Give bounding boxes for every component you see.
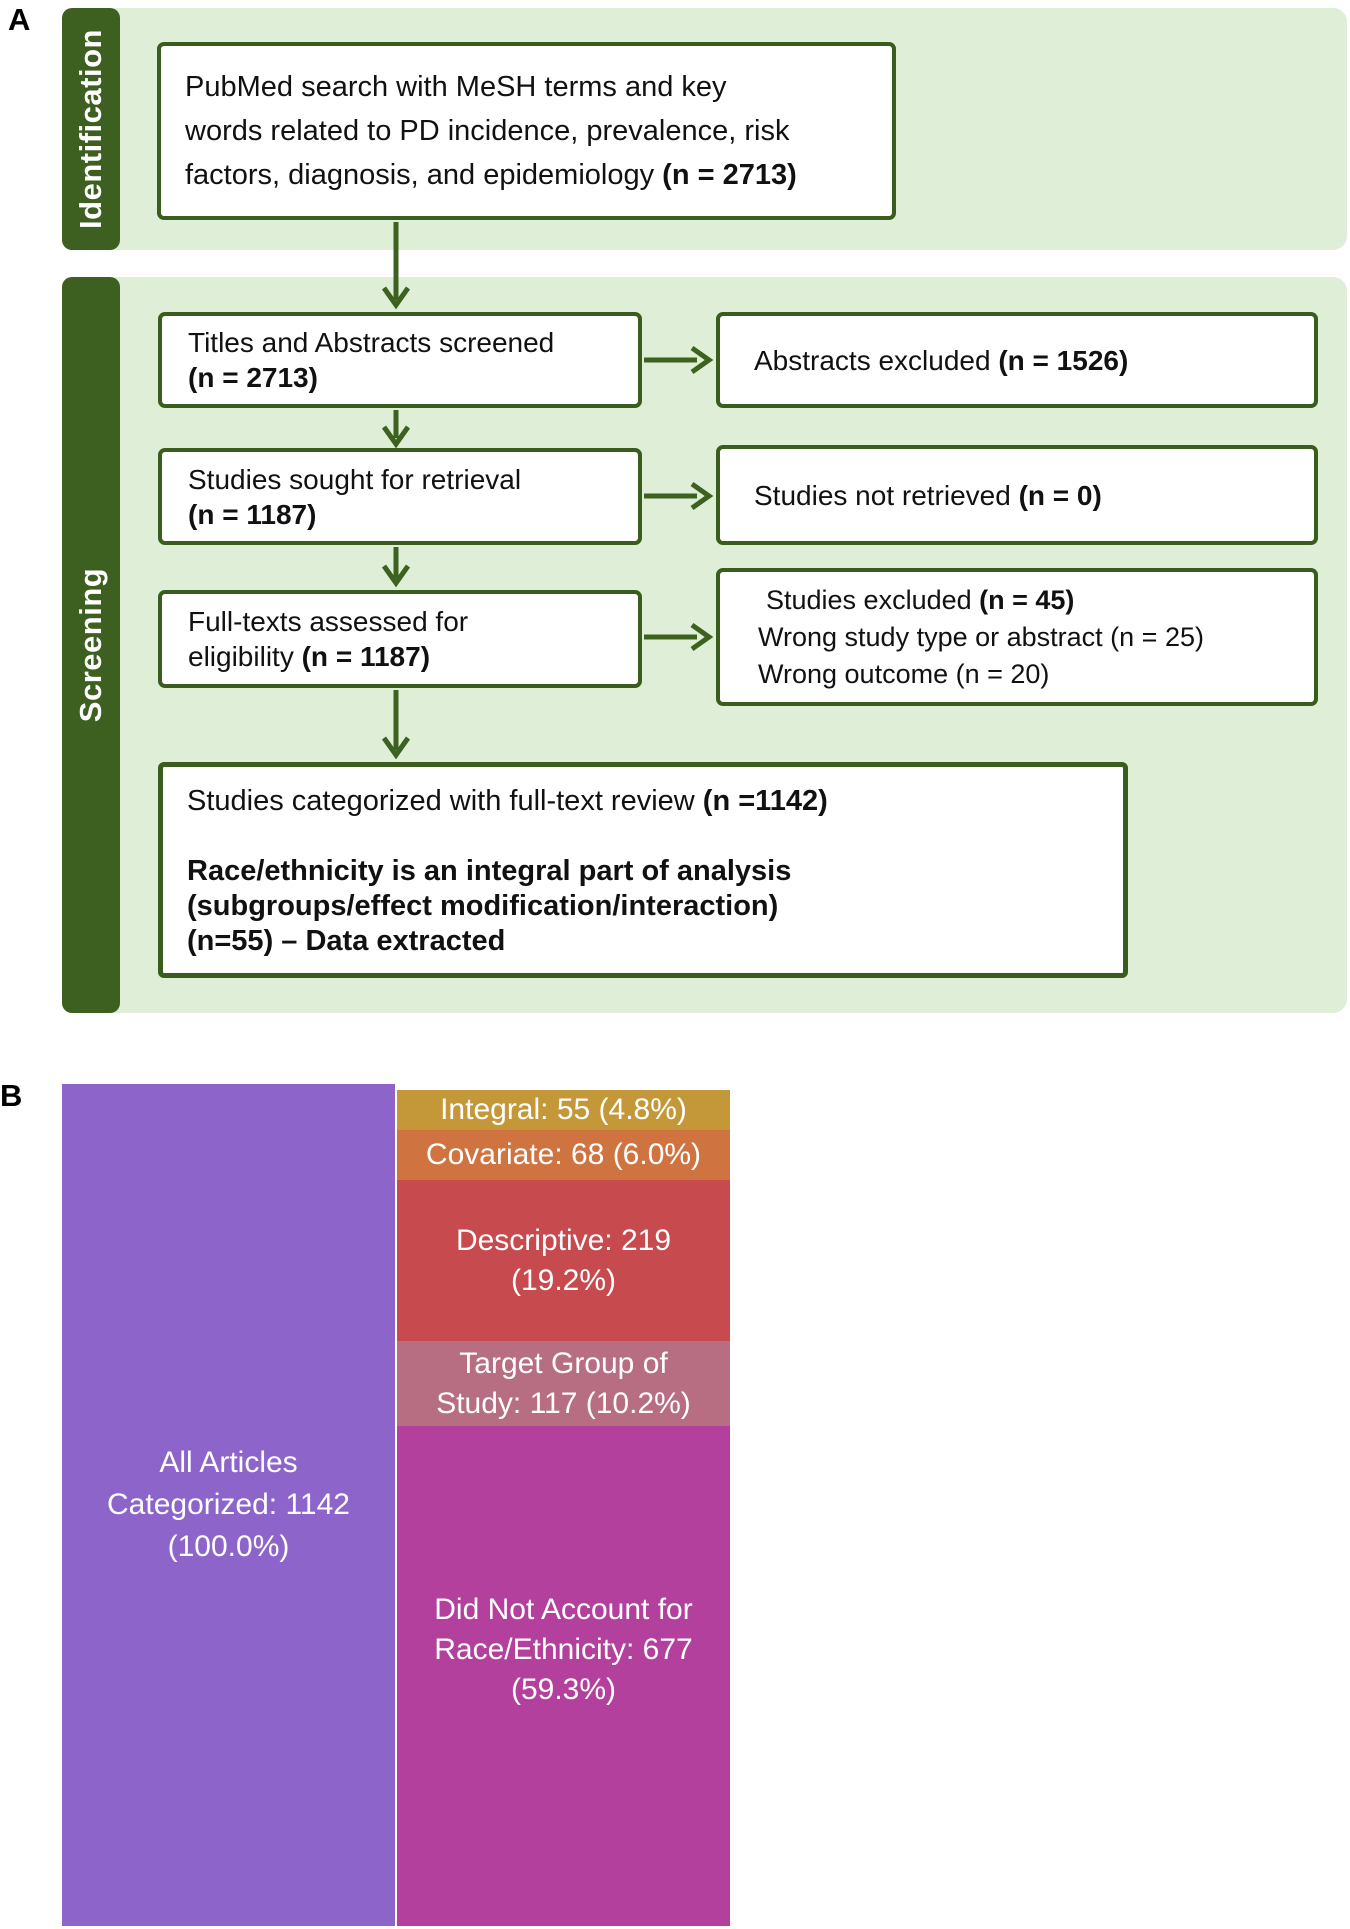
flow-box-fulltexts-assessed: Full-texts assessed for eligibility (n =… bbox=[158, 590, 642, 688]
identification-sidebar-label: Identification bbox=[73, 29, 109, 229]
titles-screened-count: (n = 2713) bbox=[188, 362, 318, 393]
fulltexts-line1: Full-texts assessed for bbox=[188, 606, 469, 637]
flow-box-studies-sought: Studies sought for retrieval (n = 1187) bbox=[158, 448, 642, 545]
excluded-box-not-retrieved: Studies not retrieved (n = 0) bbox=[716, 445, 1318, 545]
categorized-bold-line3: (n=55) – Data extracted bbox=[187, 925, 506, 957]
segment-descriptive-label-line1: Descriptive: 219 bbox=[455, 1223, 672, 1257]
all-articles-line1: All Articles bbox=[159, 1446, 298, 1479]
segment-did-not-account-line3: (59.3%) bbox=[510, 1673, 617, 1706]
all-articles-line3: (100.0%) bbox=[167, 1530, 290, 1563]
bar-category-stack: Integral: 55 (4.8%) Covariate: 68 (6.0%)… bbox=[397, 1090, 730, 1926]
segment-descriptive: Descriptive: 219 (19.2%) bbox=[397, 1180, 730, 1341]
studies-excluded-line3: Wrong outcome (n = 20) bbox=[758, 658, 1050, 689]
screening-sidebar-label: Screening bbox=[73, 567, 109, 723]
studies-excluded-line2: Wrong study type or abstract (n = 25) bbox=[758, 621, 1204, 652]
segment-target-group: Target Group of Study: 117 (10.2%) bbox=[397, 1341, 730, 1426]
bar-all-articles: All Articles Categorized: 1142 (100.0%) bbox=[62, 1084, 395, 1926]
excluded-box-studies-excluded: Studies excluded (n = 45) Wrong study ty… bbox=[716, 568, 1318, 706]
segment-did-not-account: Did Not Account for Race/Ethnicity: 677 … bbox=[397, 1426, 730, 1926]
segment-target-group-label-line1: Target Group of bbox=[459, 1346, 668, 1380]
studies-sought-count: (n = 1187) bbox=[188, 498, 317, 530]
segment-integral: Integral: 55 (4.8%) bbox=[397, 1090, 730, 1130]
fulltexts-line2: eligibility (n = 1187) bbox=[188, 641, 431, 672]
categorized-bold-line2: (subgroups/effect modification/interacti… bbox=[187, 890, 779, 922]
categorized-line1: Studies categorized with full-text revie… bbox=[187, 785, 828, 817]
pubmed-search-box: PubMed search with MeSH terms and key wo… bbox=[157, 42, 896, 220]
segment-integral-label: Integral: 55 (4.8%) bbox=[440, 1093, 687, 1126]
pubmed-search-line3: factors, diagnosis, and epidemiology (n … bbox=[185, 159, 797, 191]
pubmed-search-line1: PubMed search with MeSH terms and key bbox=[185, 71, 727, 103]
pubmed-search-line2: words related to PD incidence, prevalenc… bbox=[185, 115, 790, 147]
segment-covariate-label: Covariate: 68 (6.0%) bbox=[425, 1138, 702, 1171]
flow-box-titles-abstracts-screened: Titles and Abstracts screened (n = 2713) bbox=[158, 312, 642, 408]
segment-did-not-account-line2: Race/Ethnicity: 677 bbox=[434, 1633, 693, 1666]
excluded-box-abstracts: Abstracts excluded (n = 1526) bbox=[716, 312, 1318, 408]
segment-covariate: Covariate: 68 (6.0%) bbox=[397, 1130, 730, 1180]
studies-excluded-line1: Studies excluded (n = 45) bbox=[766, 584, 1075, 615]
all-articles-line2: Categorized: 1142 bbox=[107, 1488, 350, 1521]
identification-sidebar: Identification bbox=[62, 8, 120, 250]
screening-sidebar: Screening bbox=[62, 277, 120, 1013]
not-retrieved-line: Studies not retrieved (n = 0) bbox=[754, 479, 1102, 511]
categorized-bold-line1: Race/ethnicity is an integral part of an… bbox=[187, 855, 792, 887]
segment-descriptive-label-line2: (19.2%) bbox=[510, 1263, 617, 1297]
panel-b-label: B bbox=[0, 1078, 23, 1113]
flow-box-studies-categorized: Studies categorized with full-text revie… bbox=[158, 762, 1128, 978]
titles-screened-line1: Titles and Abstracts screened bbox=[188, 327, 555, 358]
abstracts-excluded-line: Abstracts excluded (n = 1526) bbox=[754, 344, 1129, 376]
panel-a-label: A bbox=[8, 2, 31, 37]
studies-sought-line1: Studies sought for retrieval bbox=[188, 463, 522, 495]
segment-did-not-account-line1: Did Not Account for bbox=[434, 1593, 693, 1626]
segment-target-group-label-line2: Study: 117 (10.2%) bbox=[436, 1386, 691, 1420]
categorized-spacer bbox=[187, 821, 1099, 854]
